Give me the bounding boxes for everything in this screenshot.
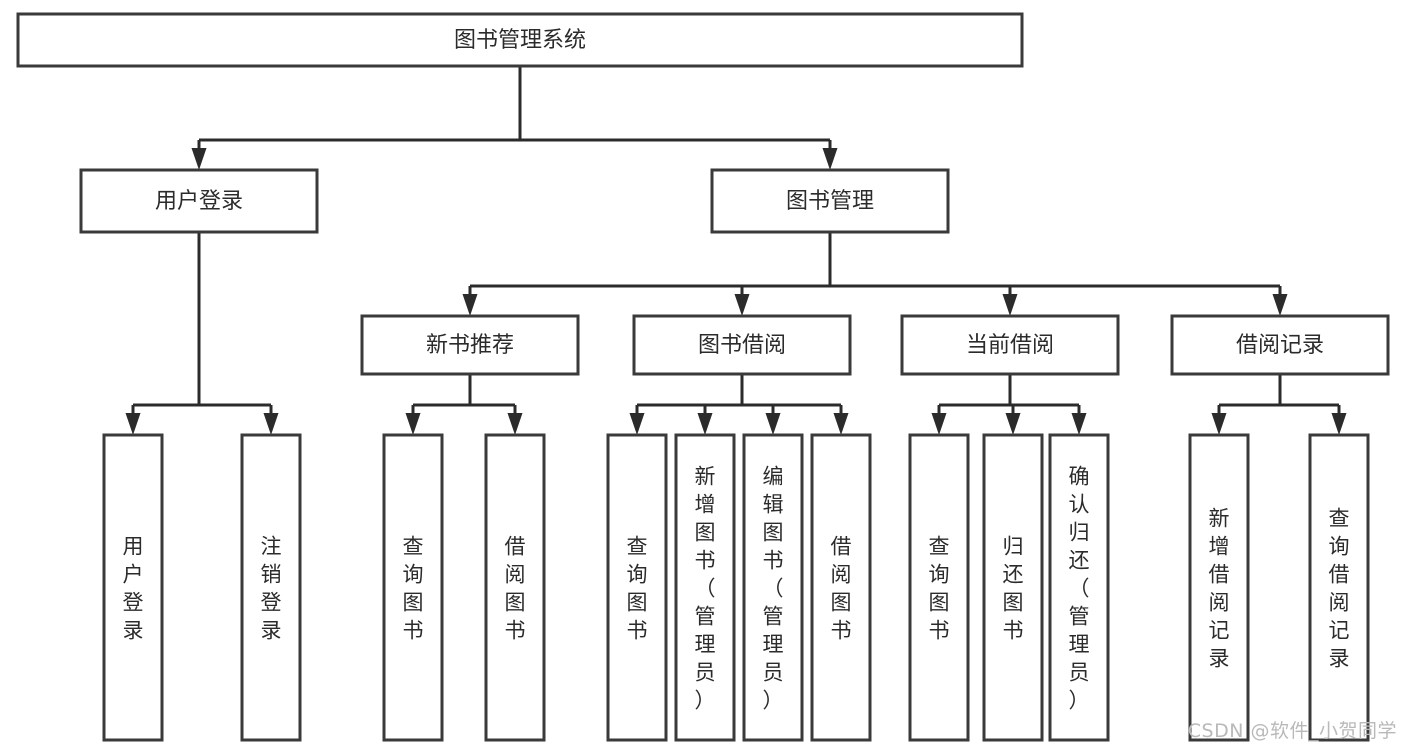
node-label: 用户登录 [123, 534, 144, 642]
node-box [908, 433, 970, 742]
edge-group-borrow-record [1211, 374, 1347, 435]
node-leaf-edit-book[interactable]: 编辑图书（管理员） [742, 433, 804, 742]
arrow-head-icon [697, 413, 713, 435]
arrow-head-icon [1272, 294, 1288, 316]
node-box [79, 168, 319, 234]
node-box [674, 433, 736, 742]
node-leaf-query-record[interactable]: 查询借阅记录 [1308, 433, 1370, 742]
arrow-head-icon [125, 413, 141, 435]
node-label: 归还图书 [1003, 534, 1024, 642]
node-box [360, 314, 580, 376]
arrow-head-icon [263, 413, 279, 435]
arrow-head-icon [931, 413, 947, 435]
node-borrow-record[interactable]: 借阅记录 [1170, 314, 1390, 376]
node-label: 借阅图书 [831, 534, 852, 642]
node-label: 查询借阅记录 [1329, 506, 1350, 670]
node-label: 图书管理系统 [454, 28, 586, 53]
node-box [102, 433, 164, 742]
node-label: 新书推荐 [426, 333, 514, 358]
arrow-head-icon [1331, 413, 1347, 435]
arrow-head-icon [507, 413, 523, 435]
node-leaf-borrow-book-1[interactable]: 借阅图书 [484, 433, 546, 742]
node-label: 借阅图书 [505, 534, 526, 642]
node-label: 编辑图书（管理员） [763, 464, 784, 712]
node-box [900, 314, 1120, 376]
node-label: 查询图书 [403, 534, 424, 642]
node-box [1188, 433, 1250, 742]
node-box [1048, 433, 1110, 742]
node-box [382, 433, 444, 742]
node-box [632, 314, 852, 376]
arrow-head-icon [191, 148, 207, 170]
arrow-head-icon [1002, 294, 1018, 316]
node-root[interactable]: 图书管理系统 [16, 12, 1024, 68]
node-book-borrow[interactable]: 图书借阅 [632, 314, 852, 376]
node-box [484, 433, 546, 742]
node-leaf-query-book-2[interactable]: 查询图书 [606, 433, 668, 742]
node-box [710, 168, 950, 234]
arrow-head-icon [734, 294, 750, 316]
node-new-book-rec[interactable]: 新书推荐 [360, 314, 580, 376]
node-leaf-user-logout[interactable]: 注销登录 [240, 433, 302, 742]
arrow-head-icon [462, 294, 478, 316]
node-box [606, 433, 668, 742]
arrow-head-icon [822, 148, 838, 170]
node-leaf-borrow-book-2[interactable]: 借阅图书 [810, 433, 872, 742]
edges-layer [125, 66, 1347, 435]
edge-group-book-manage [462, 232, 1288, 316]
node-label: 图书借阅 [698, 333, 786, 358]
node-box [982, 433, 1044, 742]
node-box [810, 433, 872, 742]
node-label: 确认归还（管理员） [1069, 464, 1090, 712]
node-label: 图书管理 [786, 189, 874, 214]
arrow-head-icon [629, 413, 645, 435]
node-label: 查询图书 [627, 534, 648, 642]
node-box [742, 433, 804, 742]
node-label: 新增借阅记录 [1209, 506, 1230, 670]
node-book-manage[interactable]: 图书管理 [710, 168, 950, 234]
node-leaf-confirm-return[interactable]: 确认归还（管理员） [1048, 433, 1110, 742]
node-user-login[interactable]: 用户登录 [79, 168, 319, 234]
arrow-head-icon [833, 413, 849, 435]
node-leaf-add-record[interactable]: 新增借阅记录 [1188, 433, 1250, 742]
node-box [1308, 433, 1370, 742]
node-label: 新增图书（管理员） [695, 464, 716, 712]
node-leaf-query-book-1[interactable]: 查询图书 [382, 433, 444, 742]
node-label: 借阅记录 [1236, 333, 1324, 358]
arrow-head-icon [765, 413, 781, 435]
node-label: 注销登录 [261, 534, 282, 642]
node-leaf-user-login[interactable]: 用户登录 [102, 433, 164, 742]
edge-group-book-borrow [629, 374, 849, 435]
node-box [240, 433, 302, 742]
node-leaf-return-book[interactable]: 归还图书 [982, 433, 1044, 742]
node-leaf-query-book-3[interactable]: 查询图书 [908, 433, 970, 742]
arrow-head-icon [1211, 413, 1227, 435]
edge-group-current-borrow [931, 374, 1087, 435]
node-box [16, 12, 1024, 68]
node-label: 用户登录 [155, 189, 243, 214]
node-box [1170, 314, 1390, 376]
nodes-layer: 图书管理系统用户登录图书管理新书推荐图书借阅当前借阅借阅记录用户登录注销登录查询… [16, 12, 1390, 742]
arrow-head-icon [405, 413, 421, 435]
edge-group-new-book-rec [405, 374, 523, 435]
edge-group-user-login [125, 232, 279, 435]
arrow-head-icon [1005, 413, 1021, 435]
arrow-head-icon [1071, 413, 1087, 435]
edge-group-root [191, 66, 838, 170]
node-label: 当前借阅 [966, 333, 1054, 358]
node-label: 查询图书 [929, 534, 950, 642]
node-leaf-add-book[interactable]: 新增图书（管理员） [674, 433, 736, 742]
node-current-borrow[interactable]: 当前借阅 [900, 314, 1120, 376]
